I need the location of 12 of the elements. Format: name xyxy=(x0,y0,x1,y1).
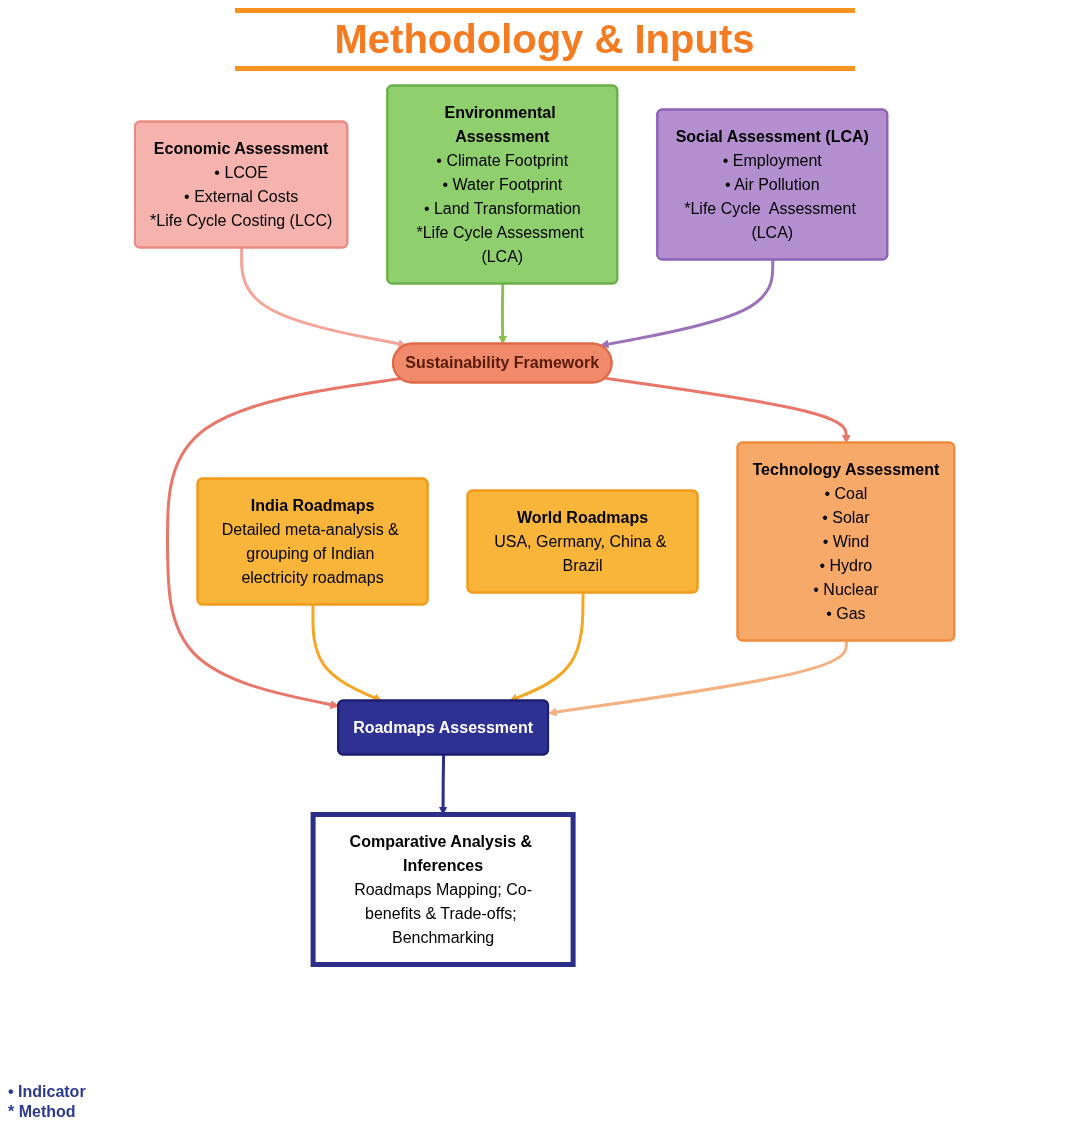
arrow xyxy=(599,260,775,349)
legend-note: • Indicator xyxy=(8,1083,86,1101)
legend-note: * Method xyxy=(8,1103,77,1121)
arrow xyxy=(165,377,401,709)
node-box: Comparative Analysis & Inferences Roadmaps Mapping; Co-benefits & Trade-offs; Benchmarking xyxy=(310,812,576,967)
arrow xyxy=(311,605,383,702)
arrow xyxy=(509,593,585,702)
arrow xyxy=(498,283,507,345)
arrow xyxy=(548,640,848,717)
arrow xyxy=(604,376,851,444)
arrow xyxy=(239,248,407,348)
title: Methodology & Inputs xyxy=(234,8,855,71)
